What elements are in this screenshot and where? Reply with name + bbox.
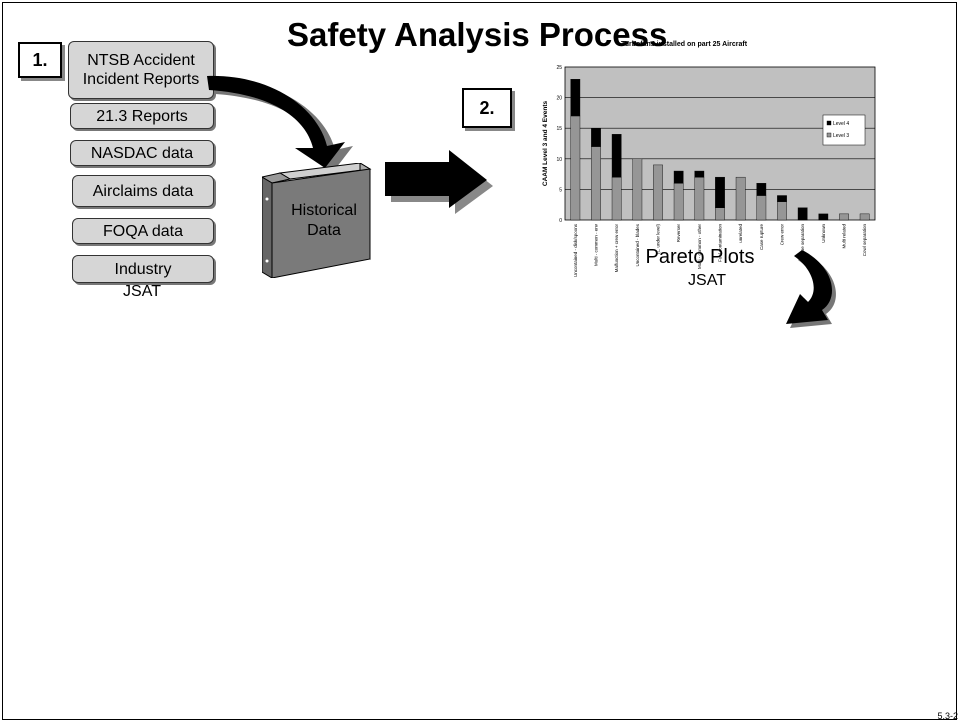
y-tick-label: 5 xyxy=(559,187,562,193)
step-1-box: 1. xyxy=(18,42,62,78)
legend-label: Level 3 xyxy=(833,133,849,139)
bar-level-3 xyxy=(653,164,663,221)
chart-title: Turbofans installed on part 25 Aircraft xyxy=(621,41,748,48)
binder-label: Historical Data xyxy=(291,202,357,239)
x-tick-label: unrelated xyxy=(738,224,743,243)
x-tick-label: Engine separation xyxy=(800,224,805,261)
x-tick-label: Reverser xyxy=(676,224,681,243)
bar-level-3 xyxy=(673,183,684,221)
x-tick-label: Multi - common - other xyxy=(697,224,702,270)
x-tick-label: Case rupture xyxy=(759,224,764,251)
y-tick-label: 25 xyxy=(556,65,562,71)
bar-level-4 xyxy=(777,195,787,202)
x-tick-label: Uncontained - disk/spoons xyxy=(573,223,578,277)
bar-level-4 xyxy=(797,207,808,221)
bar-level-3 xyxy=(777,201,787,221)
legend-swatch xyxy=(826,132,832,138)
source-21-3-reports: 21.3 Reports xyxy=(70,103,214,129)
bar-level-3 xyxy=(715,207,725,221)
bar-level-4 xyxy=(673,170,684,184)
curved-arrow-icon xyxy=(207,75,353,172)
bar-level-4 xyxy=(715,176,725,208)
bar-level-3 xyxy=(839,213,849,221)
legend-swatch xyxy=(826,120,832,126)
bar-level-3 xyxy=(611,176,622,221)
bar-level-4 xyxy=(591,127,601,147)
y-axis-label: CAAM Level 3 and 4 Events xyxy=(542,100,549,186)
legend-label: Level 4 xyxy=(833,121,849,127)
y-tick-label: 0 xyxy=(559,218,562,224)
binder-icon: Historical Data xyxy=(262,163,372,278)
x-tick-label: Crew error xyxy=(780,224,785,246)
step-2-box: 2. xyxy=(462,88,512,128)
bar-level-3 xyxy=(632,158,643,221)
bar-level-3 xyxy=(694,176,705,221)
legend-box xyxy=(822,114,866,146)
slide-number: 5.3-2 xyxy=(937,711,958,721)
bar-level-4 xyxy=(818,213,829,221)
bar-level-3 xyxy=(756,195,767,221)
x-tick-label: Multi related xyxy=(842,224,847,249)
y-tick-label: 15 xyxy=(556,126,562,132)
x-tick-label: Unknown xyxy=(821,224,826,243)
source-industry: Industry xyxy=(72,255,214,283)
y-tick-label: 20 xyxy=(556,96,562,102)
curved-down-arrow-icon xyxy=(786,250,837,328)
bar-level-4 xyxy=(756,183,767,196)
x-tick-label: Malfunction + crew error xyxy=(614,224,619,273)
source-foqa-data: FOQA data xyxy=(72,218,214,244)
right-arrow-icon xyxy=(385,150,493,214)
pareto-plots-caption: Pareto Plots xyxy=(645,246,755,268)
x-tick-label: (L. under level) xyxy=(656,223,661,254)
x-tick-label: Cowl separation xyxy=(862,224,867,257)
bar-level-3 xyxy=(859,213,870,221)
x-tick-label: Uncontained - blades xyxy=(635,223,640,266)
bar-level-4 xyxy=(611,134,622,178)
x-tick-label: Fuel contamination xyxy=(718,224,723,263)
slide-title: Safety Analysis Process xyxy=(287,16,668,53)
x-tick-label: Multi - common - env xyxy=(594,223,599,266)
bar-level-3 xyxy=(735,176,746,221)
bar-level-3 xyxy=(570,115,581,221)
jsat-label-right: JSAT xyxy=(688,272,726,289)
source-nasdac-data: NASDAC data xyxy=(70,140,214,166)
y-tick-label: 10 xyxy=(556,157,562,163)
source-ntsb-reports: NTSB Accident Incident Reports xyxy=(68,41,214,99)
bar-level-4 xyxy=(570,79,581,117)
binder-shape xyxy=(262,163,372,278)
source-airclaims-data: Airclaims data xyxy=(72,175,214,207)
bar-level-3 xyxy=(591,146,601,221)
jsat-label-left: JSAT xyxy=(123,283,161,300)
bar-level-4 xyxy=(694,170,705,178)
